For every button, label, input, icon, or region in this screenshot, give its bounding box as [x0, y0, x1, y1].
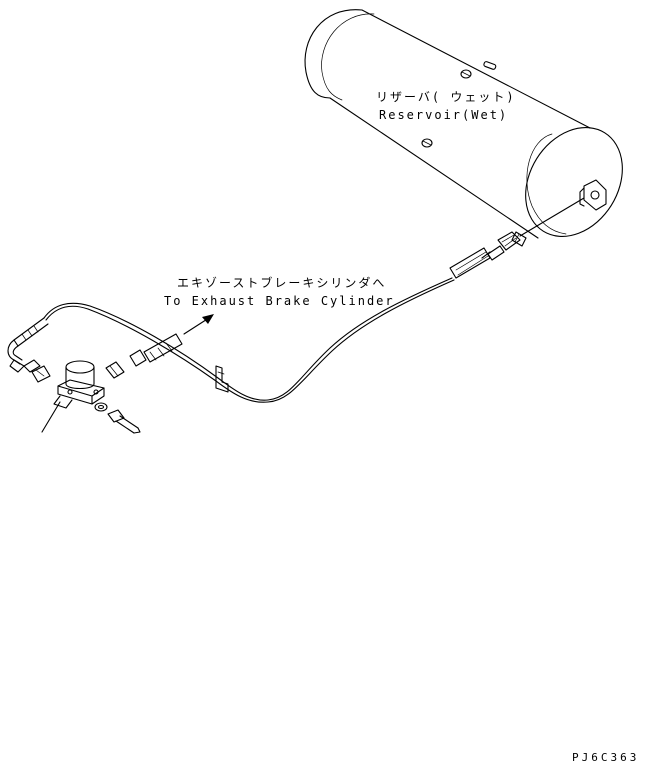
direction-arrow: [183, 314, 214, 335]
tank-outlet-fitting: [579, 179, 607, 211]
inlet-fitting: [23, 359, 51, 383]
washer: [94, 402, 108, 412]
mounting-bolt: [107, 409, 141, 434]
brake-hose: [43, 277, 455, 403]
solenoid-valve: [53, 360, 105, 409]
hose-end-fitting: [449, 245, 505, 279]
tank-plug-slot: [483, 61, 497, 70]
outlet-pipe-fitting: [129, 333, 183, 367]
exhaust-label-jp: エキゾーストブレーキシリンダへ: [177, 276, 387, 290]
tank-plug-top: [460, 69, 472, 79]
drawing-code: PJ6C363: [572, 751, 640, 764]
outlet-fitting: [105, 361, 125, 379]
adapter-fitting: [497, 231, 521, 251]
reservoir-label-jp: リザーバ( ウェット): [376, 90, 516, 104]
tank-drain-plug: [421, 138, 433, 148]
connector-nut: [511, 231, 527, 247]
reservoir-label-en: Reservoir(Wet): [379, 108, 509, 122]
leader-line: [41, 401, 61, 433]
hose-clip: [215, 365, 229, 393]
link-line: [519, 197, 585, 237]
exhaust-label-en: To Exhaust Brake Cylinder: [164, 294, 395, 308]
elbow-pipe: [7, 317, 49, 373]
air-reservoir-tank: [304, 9, 623, 239]
